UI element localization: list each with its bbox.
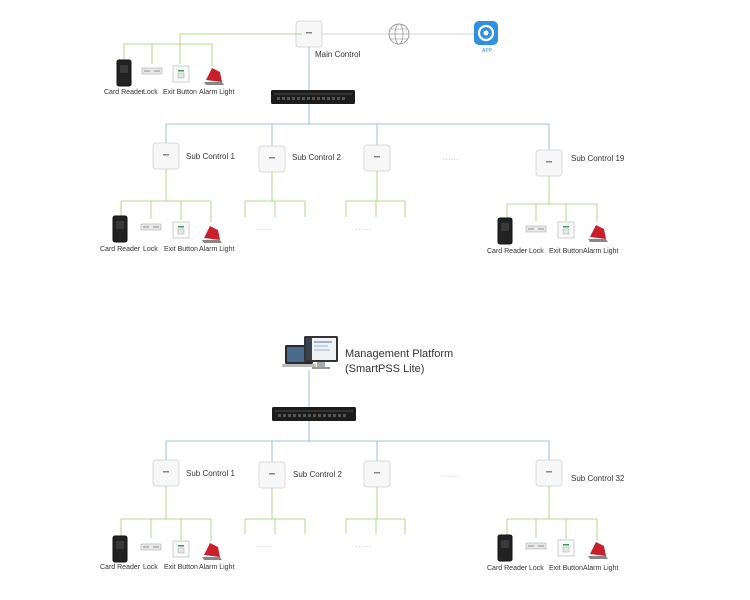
top-sub1-exit-button (172, 221, 190, 239)
main-alarm-light (204, 68, 224, 85)
top-sub2-label: Sub Control 2 (292, 153, 341, 162)
bottom-sublast-exit-button-label: Exit Button (549, 565, 583, 572)
top-ellipsis: ...... (443, 156, 460, 162)
bottom-sublast-label: Sub Control 32 (571, 474, 625, 483)
top-sublast-alarm-light (588, 225, 608, 242)
bottom-sub1-alarm-light-label: Alarm Light (199, 564, 235, 571)
bottom-sublast-card-reader-label: Card Reader (487, 565, 528, 572)
top-sub1-alarm-light (202, 226, 222, 243)
top-sublast-label: Sub Control 19 (571, 154, 625, 163)
bottom-sub1-lock-label: Lock (143, 564, 158, 571)
top-sublast-exit-button (557, 221, 575, 239)
main-control-label: Main Control (315, 50, 361, 59)
top-switch (271, 90, 355, 104)
platform-label-line2: (SmartPSS Lite) (345, 363, 425, 375)
top-sub-control-1 (152, 142, 180, 170)
top-sub3-branch-ellipsis: ...... (356, 226, 373, 232)
main-card-reader (116, 59, 132, 87)
top-sub2-branch-ellipsis: ...... (256, 226, 273, 232)
bottom-sub3-branch-ellipsis: ...... (356, 543, 373, 549)
top-sub1-label: Sub Control 1 (186, 152, 235, 161)
bottom-switch (272, 407, 356, 421)
bottom-sub-control-last (535, 459, 563, 487)
bottom-sub1-card-reader (112, 535, 128, 563)
bottom-sub-control-1 (152, 459, 180, 487)
top-sublast-exit-button-label: Exit Button (549, 248, 583, 255)
top-sublast-lock (525, 225, 547, 233)
main-alarm-light-label: Alarm Light (199, 89, 235, 96)
bottom-sub1-alarm-light (202, 543, 222, 560)
top-sublast-card-reader (497, 217, 513, 245)
top-sublast-card-reader-label: Card Reader (487, 248, 528, 255)
top-sub-control-2 (258, 145, 286, 173)
top-sub1-alarm-light-label: Alarm Light (199, 246, 235, 253)
bottom-sub2-branch-ellipsis: ...... (256, 543, 273, 549)
bottom-sublast-lock (525, 542, 547, 550)
top-sub-control-3 (363, 144, 391, 172)
bottom-sub-control-3 (363, 460, 391, 488)
main-card-reader-label: Card Reader (104, 89, 145, 96)
top-sub1-exit-button-label: Exit Button (164, 246, 198, 253)
top-sub1-lock (140, 223, 162, 231)
main-lock-label: Lock (143, 89, 158, 96)
top-sublast-alarm-light-label: Alarm Light (583, 248, 619, 255)
top-sub1-card-reader (112, 215, 128, 243)
top-sub1-card-reader-label: Card Reader (100, 246, 141, 253)
bottom-sublast-alarm-light (588, 542, 608, 559)
bottom-sub1-exit-button-label: Exit Button (164, 564, 198, 571)
bottom-sub1-exit-button (172, 540, 190, 558)
app-label: APP (482, 48, 493, 54)
bottom-sub1-lock (140, 543, 162, 551)
main-exit-button-label: Exit Button (163, 89, 197, 96)
bottom-sub1-card-reader-label: Card Reader (100, 564, 141, 571)
top-sub1-lock-label: Lock (143, 246, 158, 253)
bottom-sub2-label: Sub Control 2 (293, 470, 342, 479)
main-exit-button (172, 65, 190, 83)
bottom-sublast-alarm-light-label: Alarm Light (583, 565, 619, 572)
top-sublast-lock-label: Lock (529, 248, 544, 255)
top-sub-control-last (535, 149, 563, 177)
bottom-sublast-card-reader (497, 534, 513, 562)
bottom-sublast-exit-button (557, 539, 575, 557)
bottom-sub-control-2 (258, 461, 286, 489)
bottom-sublast-lock-label: Lock (529, 565, 544, 572)
platform-label-line1: Management Platform (345, 348, 454, 360)
bottom-sub1-label: Sub Control 1 (186, 469, 235, 478)
main-lock (141, 67, 163, 75)
app-icon (474, 21, 498, 45)
internet-globe-icon (388, 23, 410, 45)
bottom-ellipsis: ...... (443, 473, 460, 479)
management-platform-computers (282, 336, 338, 369)
